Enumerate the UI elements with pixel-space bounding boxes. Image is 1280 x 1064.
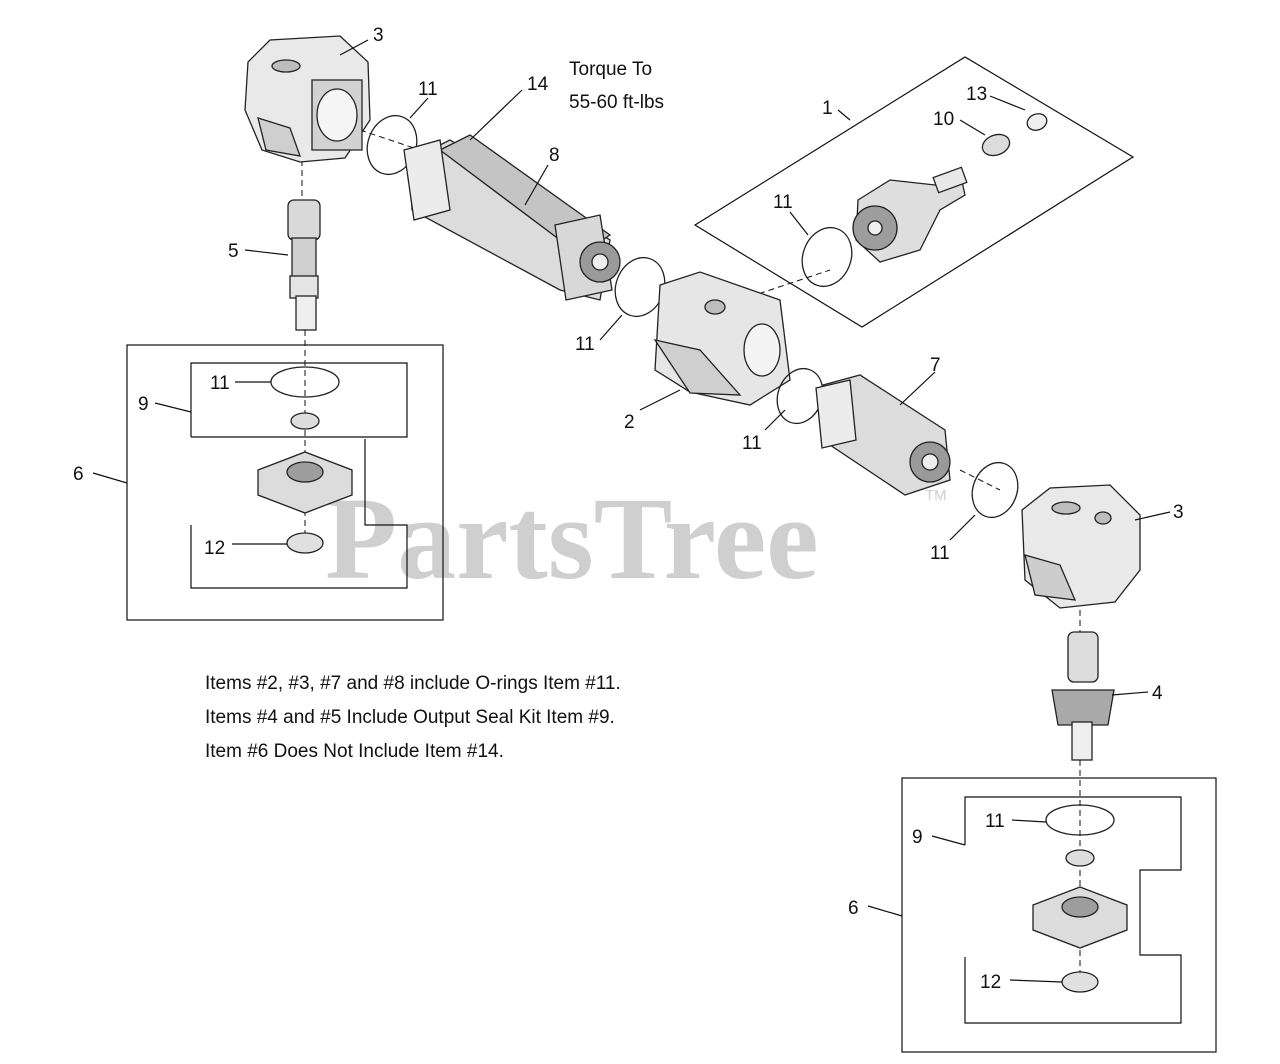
tube-assembly-8: [403, 134, 621, 301]
callout-9-left: 9: [138, 394, 149, 415]
callout-11-housing: 11: [742, 433, 762, 454]
callout-11-mid: 11: [575, 334, 595, 355]
output-shaft-4: [1051, 631, 1115, 761]
note-line-1: Items #2, #3, #7 and #8 include O-rings …: [205, 673, 621, 694]
callout-3-top: 3: [373, 25, 384, 46]
callout-10: 10: [933, 109, 954, 130]
callout-12-right: 12: [980, 972, 1001, 993]
output-shaft-5: [287, 199, 321, 331]
callout-11-seal-right: 11: [985, 811, 1005, 832]
callout-2: 2: [624, 412, 635, 433]
note-line-3: Item #6 Does Not Include Item #14.: [205, 741, 504, 762]
callout-12-left: 12: [204, 538, 225, 559]
ring-13: [1026, 113, 1048, 131]
callout-8: 8: [549, 145, 560, 166]
callout-7: 7: [930, 355, 941, 376]
input-shaft-assembly: [852, 166, 968, 263]
watermark-brand: PartsTree: [325, 473, 819, 604]
kit-1-box: [693, 56, 1135, 328]
callout-1: 1: [822, 98, 833, 119]
o-ring-kit1: [801, 226, 853, 288]
callout-6-right: 6: [848, 898, 859, 919]
callout-4: 4: [1152, 683, 1163, 704]
callout-11-kit1: 11: [773, 192, 793, 213]
callout-11-seal-left: 11: [210, 373, 230, 394]
callout-6-left: 6: [73, 464, 84, 485]
callout-14: 14: [527, 74, 549, 95]
center-housing-2: [653, 271, 791, 406]
callout-3-right: 3: [1173, 502, 1184, 523]
torque-note-line2: 55-60 ft-lbs: [569, 92, 664, 113]
callout-9-right: 9: [912, 827, 923, 848]
note-line-2: Items #4 and #5 Include Output Seal Kit …: [205, 707, 615, 728]
callout-11-top: 11: [418, 79, 438, 100]
leader-lines: [92, 39, 1171, 983]
torque-note-line1: Torque To: [569, 59, 652, 80]
o-ring-right: [971, 461, 1019, 519]
callout-5: 5: [228, 241, 239, 262]
gear-housing-top-left: [244, 35, 371, 163]
tube-assembly-7: [815, 374, 951, 496]
callout-13: 13: [966, 84, 987, 105]
callout-11-right: 11: [930, 543, 950, 564]
seal-kit-right: [901, 777, 1217, 1053]
watermark-trademark: TM: [925, 487, 947, 504]
seal-10: [981, 133, 1011, 157]
gear-housing-right: [1021, 484, 1141, 609]
